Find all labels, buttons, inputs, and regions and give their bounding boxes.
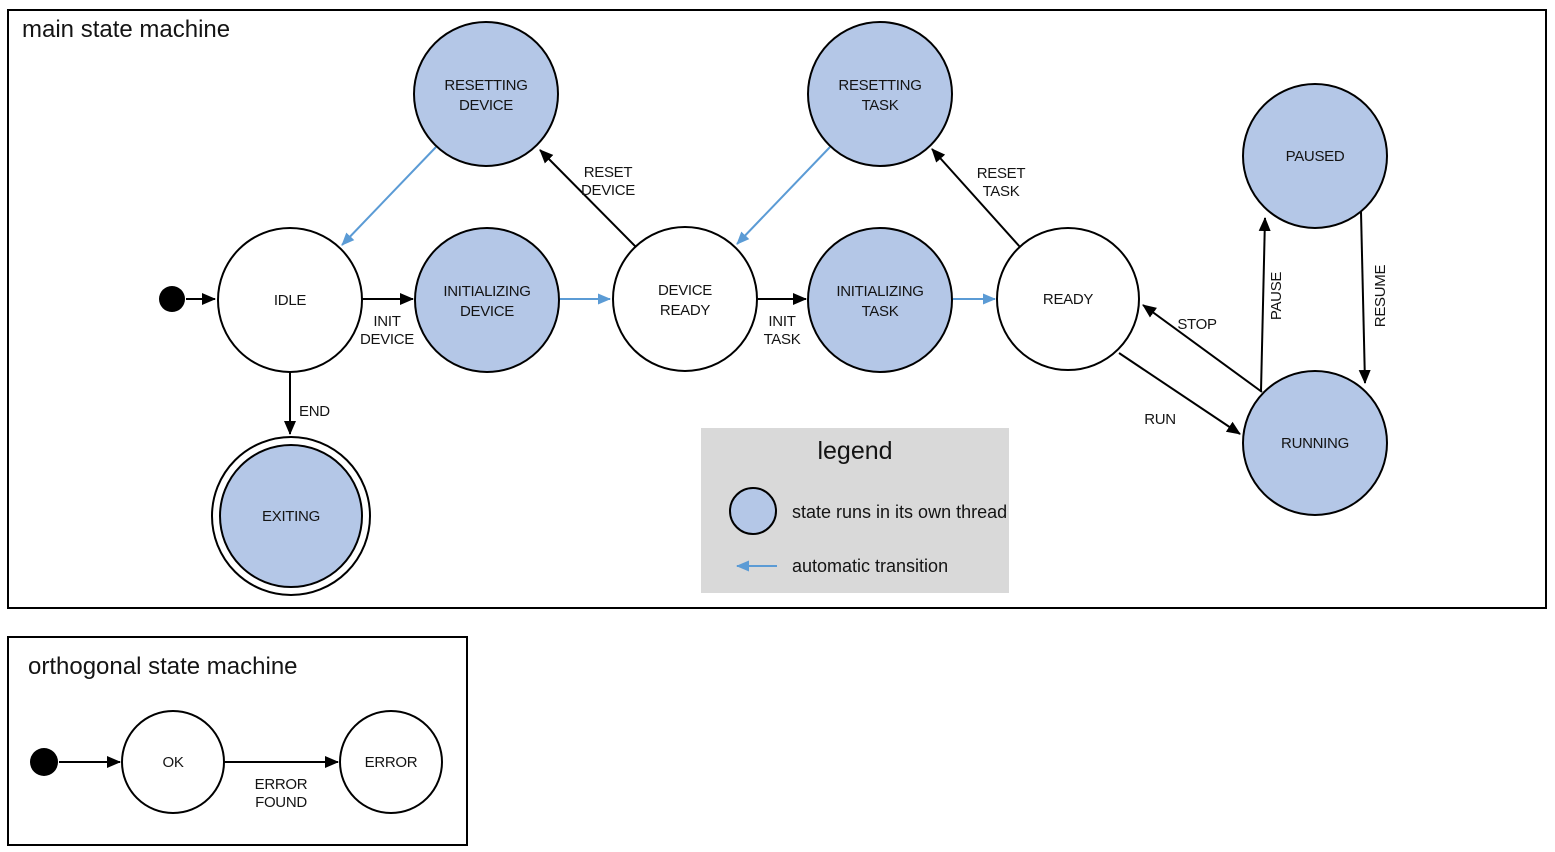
orthogonal-initial-state-dot [30, 748, 58, 776]
state-device-ready-circle [612, 226, 758, 372]
orthogonal-state-machine: orthogonal state machine OK ERROR FOUND … [7, 636, 468, 846]
transition-reset-task-label-line2: TASK [983, 183, 1020, 200]
transition-pause-arrow [1258, 217, 1271, 392]
transition-init-task-label-line1: INIT [768, 313, 795, 330]
state-ready-circle [996, 227, 1140, 371]
main-state-machine: main state machine INIT DEVICE RESET DEV… [7, 9, 1547, 609]
state-resetting-task-label-line2: TASK [862, 97, 899, 114]
transition-reset-task-label-line1: RESET [977, 165, 1026, 182]
state-ready-label: READY [1043, 291, 1093, 308]
transition-reset-task-arrow [931, 148, 1021, 248]
state-idle-circle [217, 227, 363, 373]
state-running-circle [1242, 370, 1388, 516]
state-resetting-device-label-line2: DEVICE [459, 97, 513, 114]
state-resetting-task-circle [807, 21, 953, 167]
transitions: INIT DEVICE RESET DEVICE INIT TASK RESET… [186, 146, 1389, 435]
thread-state-swatch-icon [729, 487, 777, 535]
orthogonal-panel-title: orthogonal state machine [28, 653, 298, 680]
state-exiting-circle [219, 444, 363, 588]
transition-run-arrow [1118, 352, 1241, 435]
transition-reset-device-label-line1: RESET [584, 164, 633, 181]
state-ok-label: OK [162, 754, 183, 771]
transition-init-task-label-line2: TASK [764, 331, 801, 348]
state-device-ready-label-line2: READY [660, 302, 710, 319]
transition-pause-label: PAUSE [1268, 272, 1285, 321]
state-error-circle [339, 710, 443, 814]
transition-run-label: RUN [1144, 411, 1176, 428]
transition-resume-label: RESUME [1372, 265, 1389, 328]
main-panel-title: main state machine [22, 16, 230, 43]
transition-init-device-label-line1: INIT [373, 313, 400, 330]
state-initializing-device-label-line2: DEVICE [460, 303, 514, 320]
state-initializing-device-label-line1: INITIALIZING [443, 283, 530, 300]
legend-title: legend [817, 437, 892, 465]
initial-state-dot [159, 286, 185, 312]
transition-end-label: END [299, 403, 330, 420]
state-idle-label: IDLE [274, 292, 306, 309]
states: IDLE RESETTING DEVICE INITIALIZING DEVIC… [159, 21, 1388, 596]
transition-error-found-label-line2: FOUND [255, 794, 307, 811]
state-running-label: RUNNING [1281, 435, 1349, 452]
legend-item-thread-label: state runs in its own thread [792, 502, 1007, 522]
transition-error-found-label-line1: ERROR [255, 776, 308, 793]
legend: legend state runs in its own thread auto… [701, 428, 1009, 593]
transition-stop-arrow [1142, 304, 1263, 393]
state-resetting-task-label-line1: RESETTING [838, 77, 921, 94]
transition-stop-label: STOP [1177, 316, 1217, 333]
state-error-label: ERROR [365, 754, 418, 771]
transition-reset-device-label-line2: DEVICE [581, 182, 635, 199]
state-device-ready-label-line1: DEVICE [658, 282, 712, 299]
state-initializing-device-circle [414, 227, 560, 373]
legend-item-auto-label: automatic transition [792, 556, 948, 576]
state-exiting-label: EXITING [262, 508, 320, 525]
transition-init-device-label-line2: DEVICE [360, 331, 414, 348]
state-initializing-task-label-line2: TASK [862, 303, 899, 320]
state-resetting-device-label-line1: RESETTING [444, 77, 527, 94]
transition-resume-arrow [1358, 211, 1371, 384]
state-initializing-task-label-line1: INITIALIZING [836, 283, 923, 300]
state-paused-circle [1242, 83, 1388, 229]
state-initializing-task-circle [807, 227, 953, 373]
auto-transition-resetdev-to-idle-arrow [341, 146, 437, 246]
auto-transition-resettask-to-devready-arrow [736, 146, 831, 245]
state-paused-label: PAUSED [1286, 148, 1345, 165]
transition-reset-device-arrow [539, 149, 637, 248]
state-resetting-device-circle [413, 21, 559, 167]
